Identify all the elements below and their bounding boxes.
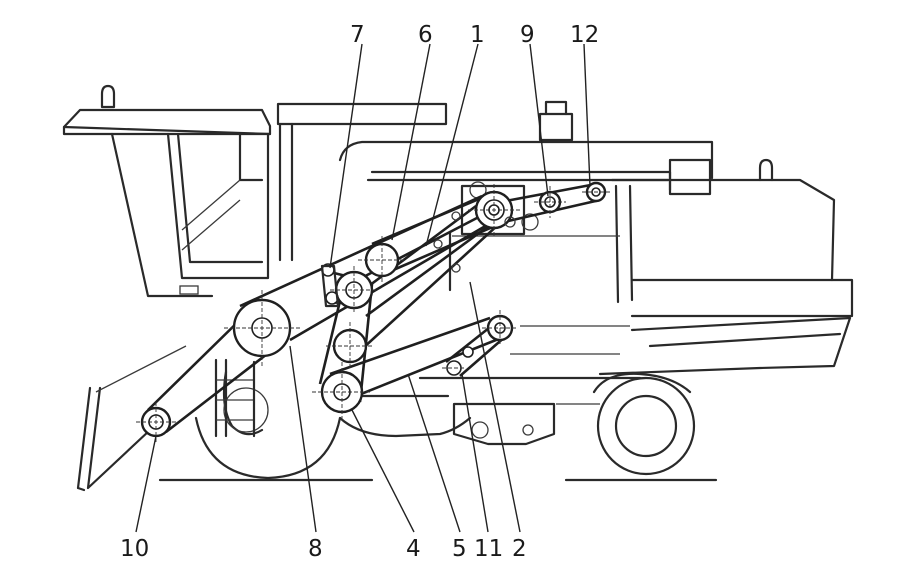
callout-6: 6 xyxy=(418,22,433,48)
pulley-8-large xyxy=(224,290,300,366)
callout-12: 12 xyxy=(570,22,599,48)
leader-lines xyxy=(135,43,591,533)
callout-4: 4 xyxy=(406,536,421,562)
pulley-middle xyxy=(326,322,374,370)
callout-9: 9 xyxy=(520,22,535,48)
callout-1: 1 xyxy=(470,22,485,48)
drive-belts xyxy=(147,182,601,434)
callout-8: 8 xyxy=(308,536,323,562)
pulley-7-tensioner xyxy=(320,263,340,308)
pulleys xyxy=(136,181,610,442)
pulley-12 xyxy=(582,181,610,203)
pulley-11 xyxy=(442,346,474,376)
pulley-2 xyxy=(482,310,518,346)
idler-points xyxy=(433,211,516,273)
machine-outline xyxy=(62,84,854,492)
pulley-1-upper xyxy=(468,184,520,236)
pulley-4 xyxy=(312,362,372,422)
pulley-9 xyxy=(534,186,566,218)
callout-7: 7 xyxy=(350,22,365,48)
callout-10: 10 xyxy=(120,536,149,562)
callout-2: 2 xyxy=(512,536,527,562)
callout-labels: 7 6 1 9 12 10 8 4 5 11 2 xyxy=(120,22,599,562)
pulley-10 xyxy=(136,402,176,442)
callout-11: 11 xyxy=(474,536,503,562)
callout-5: 5 xyxy=(452,536,467,562)
pulley-6 xyxy=(358,236,406,284)
